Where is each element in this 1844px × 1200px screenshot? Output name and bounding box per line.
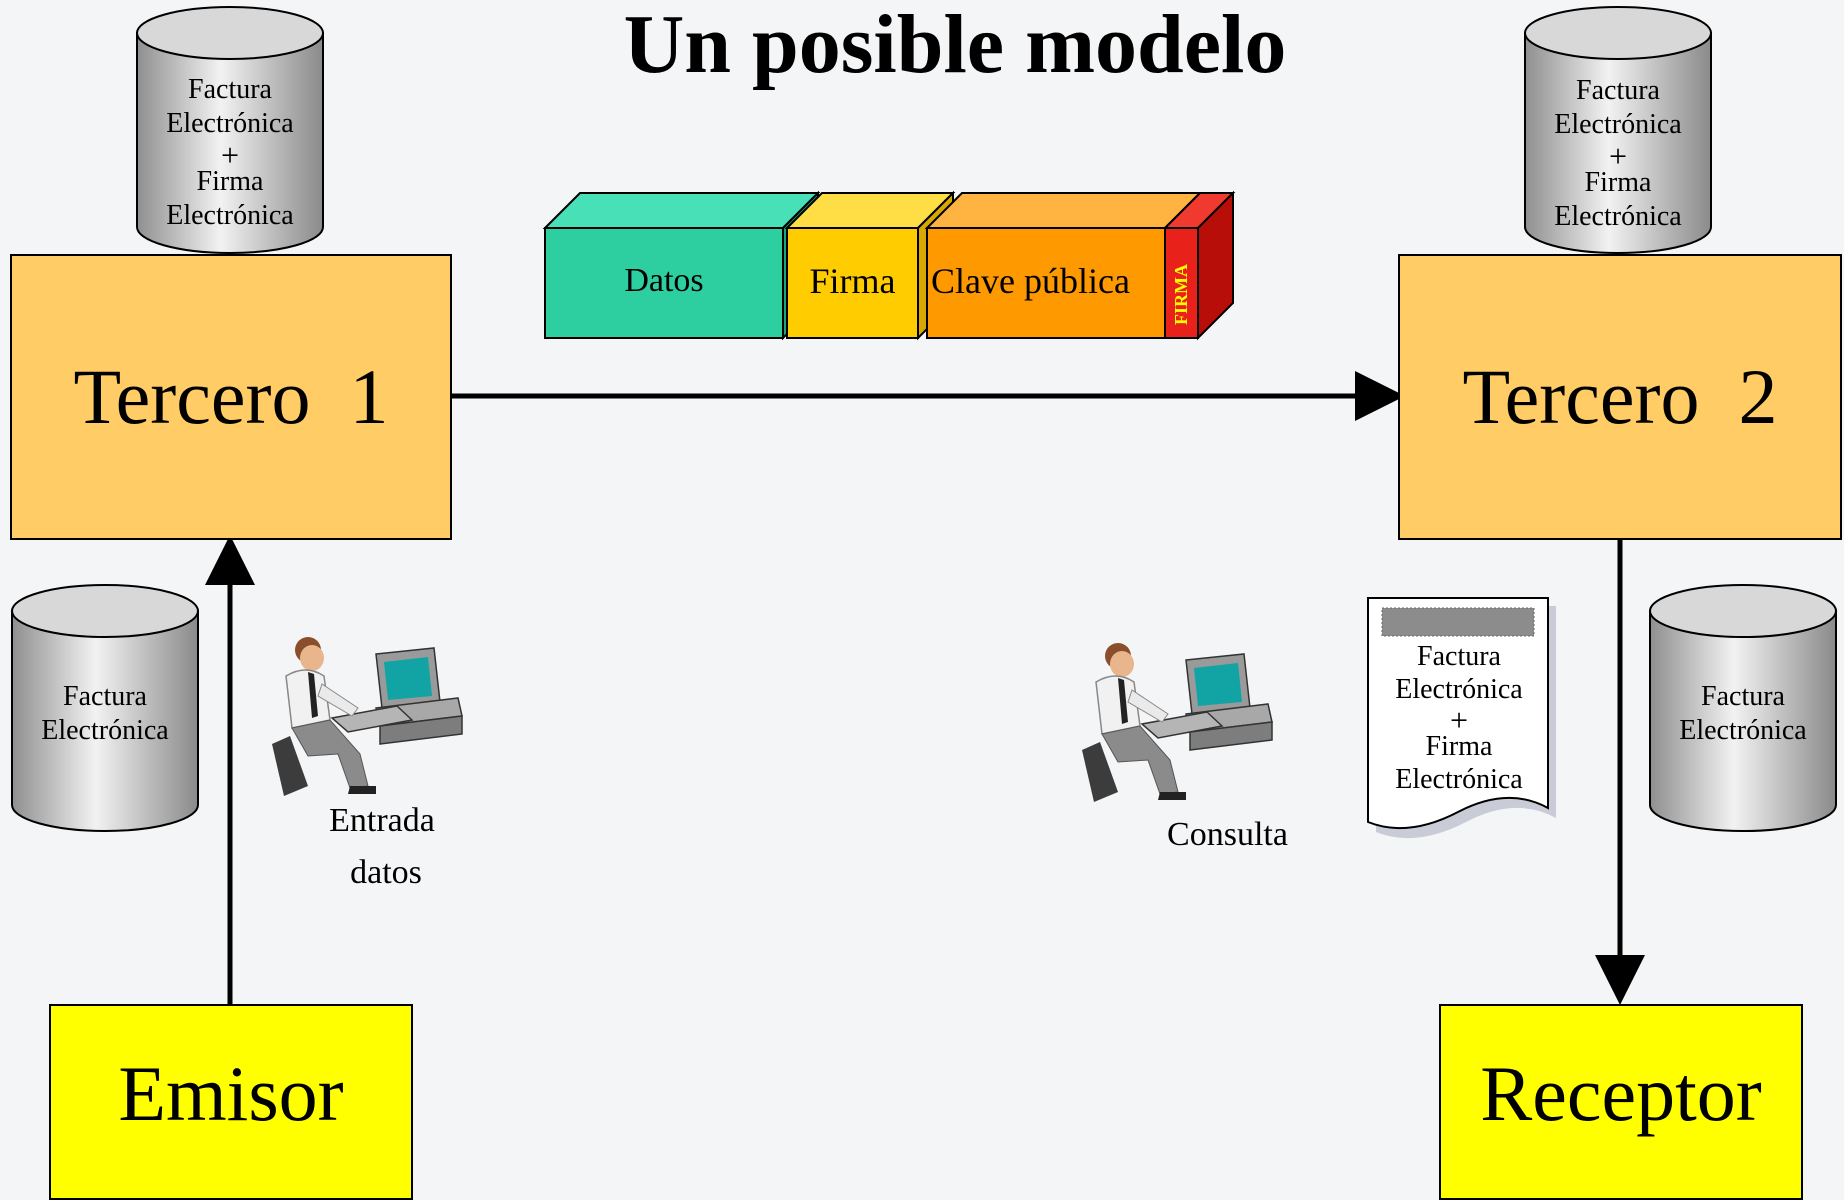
packet-firma-label: Firma <box>809 261 896 301</box>
person-computer-icon <box>1082 643 1273 802</box>
database-cylinder-icon <box>136 6 324 254</box>
doc-text-line: Firma <box>1425 731 1493 762</box>
db-text-line: Firma <box>1584 167 1652 198</box>
document-text: Factura Electrónica + Firma Electrónica <box>1368 640 1550 796</box>
db-text-line: Electrónica <box>166 108 294 139</box>
database-emisor: Factura Electrónica <box>10 583 200 833</box>
db-text-line: + <box>220 137 240 173</box>
db-text-line: Factura <box>188 74 272 105</box>
db-text-line: Electrónica <box>166 200 294 231</box>
db-text-line: Electrónica <box>1679 715 1807 746</box>
receptor-label: Receptor <box>1480 1050 1762 1137</box>
database-receptor: Factura Electrónica <box>1648 583 1838 833</box>
db-text-line: Factura <box>63 681 147 712</box>
tercero2-label: Tercero 2 <box>1462 353 1778 440</box>
packet-seal-label: FIRMA <box>1171 263 1191 325</box>
db-text-line: Electrónica <box>1554 201 1682 232</box>
emisor-label: Emisor <box>118 1050 344 1137</box>
database-cylinder-icon <box>1524 6 1712 254</box>
signed-packet <box>542 190 1236 341</box>
packet-seal: FIRMA <box>1165 244 1198 344</box>
tercero2-box: Tercero 2 <box>1398 254 1842 540</box>
doc-text-line: Factura <box>1417 641 1501 672</box>
tercero1-label: Tercero 1 <box>73 353 389 440</box>
db-text-line: Electrónica <box>41 715 169 746</box>
document-icon <box>1367 597 1556 839</box>
page-title: Un posible modelo <box>623 0 1287 91</box>
db-text-line: Factura <box>1701 681 1785 712</box>
entrada-label-line2: datos <box>350 854 422 891</box>
consulta-label: Consulta <box>1167 816 1288 853</box>
doc-text-line: Electrónica <box>1395 674 1523 705</box>
database-tercero1: Factura Electrónica + Firma Electrónica <box>135 5 325 255</box>
db-text-line: Firma <box>196 166 264 197</box>
database-cylinder-icon <box>11 584 199 832</box>
database-cylinder-icon <box>1649 584 1837 832</box>
packet-clave-label: Clave pública <box>931 261 1130 301</box>
doc-text-line: + <box>1449 702 1469 738</box>
tercero1-box: Tercero 1 <box>10 254 452 540</box>
db-text-line: + <box>1608 138 1628 174</box>
db-text-line: Electrónica <box>1554 109 1682 140</box>
packet-datos-label: Datos <box>624 262 704 299</box>
receptor-box: Receptor <box>1439 1004 1803 1200</box>
database-tercero2: Factura Electrónica + Firma Electrónica <box>1523 5 1713 255</box>
entrada-label-line1: Entrada <box>329 802 435 839</box>
emisor-box: Emisor <box>49 1004 413 1200</box>
doc-text-line: Electrónica <box>1395 764 1523 795</box>
db-text-line: Factura <box>1576 75 1660 106</box>
person-computer-icon <box>272 637 463 796</box>
